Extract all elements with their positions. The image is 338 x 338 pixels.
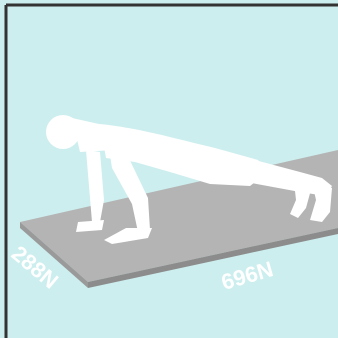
pushup-diagram: 288N 696N [0,0,338,338]
